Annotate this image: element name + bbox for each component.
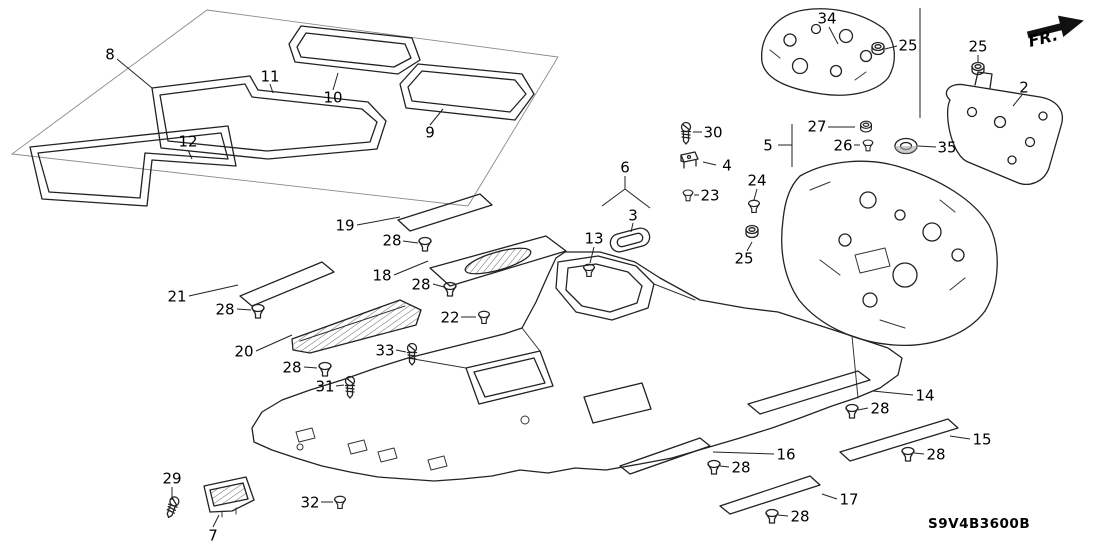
callout-28-33: 28 (870, 400, 889, 418)
callout-29-40: 29 (162, 470, 181, 488)
nut-25-icon (745, 224, 759, 239)
screw-30-icon (680, 121, 692, 145)
clip-28-icon (707, 459, 721, 475)
leader-lines (116, 8, 1023, 528)
callout-28-39: 28 (790, 508, 809, 526)
pad-3 (609, 227, 651, 253)
sill-garnish-17 (719, 475, 821, 515)
sill-garnish-21 (239, 261, 335, 307)
callout-20-28: 20 (234, 343, 253, 361)
callout-14-32: 14 (915, 387, 934, 405)
callout-12-4: 12 (178, 133, 197, 151)
floor-carpet (251, 251, 903, 482)
part-code: S9V4B3600B (928, 516, 1030, 532)
clip-28-icon (418, 236, 432, 252)
clip-28-icon (765, 508, 779, 524)
floor-mat-11 (151, 75, 387, 160)
callout-18-23: 18 (372, 267, 391, 285)
clip-27-icon (860, 120, 872, 133)
callout-28-29: 28 (282, 359, 301, 377)
clip-26-icon (862, 139, 874, 152)
callout-3-18: 3 (628, 207, 638, 225)
mat-group-boundary (10, 9, 559, 207)
callout-33-30: 33 (375, 342, 394, 360)
bracket-4 (680, 151, 699, 169)
sill-garnish-16 (619, 437, 711, 475)
step-garnish-18 (429, 235, 567, 287)
callout-15-34: 15 (972, 431, 991, 449)
sill-garnish-14 (747, 370, 871, 415)
callout-26-11: 26 (833, 137, 852, 155)
callout-13-19: 13 (584, 230, 603, 248)
callout-28-24: 28 (411, 276, 430, 294)
callout-25-7: 25 (968, 38, 987, 56)
floor-mat-12 (29, 125, 237, 207)
nut-25-icon (871, 41, 885, 56)
callout-30-9: 30 (703, 124, 722, 142)
callout-34-5: 34 (817, 10, 836, 28)
callout-22-27: 22 (440, 309, 459, 327)
dash-panel-insulator (781, 160, 998, 347)
callout-25-20: 25 (734, 250, 753, 268)
clip-32-icon (334, 495, 346, 509)
footrest-7 (203, 476, 255, 518)
clip-24-icon (748, 199, 760, 213)
callout-28-26: 28 (215, 301, 234, 319)
floor-mat-9 (399, 63, 535, 121)
callout-24-17: 24 (747, 172, 766, 190)
callout-7-41: 7 (208, 527, 218, 545)
callout-21-25: 21 (167, 288, 186, 306)
callout-35-13: 35 (937, 139, 956, 157)
callout-11-1: 11 (260, 68, 279, 86)
callout-23-16: 23 (700, 187, 719, 205)
screw-33-icon (406, 342, 418, 366)
callout-8-0: 8 (105, 46, 115, 64)
clip-22-icon (478, 310, 490, 324)
callout-2-8: 2 (1019, 79, 1029, 97)
callout-17-38: 17 (839, 491, 858, 509)
callout-28-22: 28 (382, 232, 401, 250)
clip-28-icon (318, 361, 332, 377)
clip-28-icon (251, 303, 265, 319)
callout-28-37: 28 (731, 459, 750, 477)
callout-5-12: 5 (763, 137, 773, 155)
clip-23-icon (682, 189, 694, 202)
callout-9-3: 9 (425, 124, 435, 142)
fr-arrow-icon (1026, 15, 1084, 39)
sill-garnish-19 (397, 193, 493, 232)
insulator-2 (945, 71, 1063, 185)
grommet-35-icon (894, 137, 918, 155)
callout-32-42: 32 (300, 494, 319, 512)
floor-mat-10 (288, 25, 421, 75)
callout-25-6: 25 (898, 37, 917, 55)
callout-27-10: 27 (807, 118, 826, 136)
dash-insulator-34 (761, 8, 895, 96)
callout-31-31: 31 (315, 378, 334, 396)
callout-28-35: 28 (926, 446, 945, 464)
callout-19-21: 19 (335, 217, 354, 235)
callout-4-14: 4 (722, 157, 732, 175)
sill-garnish-15 (839, 418, 959, 462)
fr-label: FR. (1026, 25, 1059, 51)
callout-16-36: 16 (776, 446, 795, 464)
callout-6-15: 6 (620, 159, 630, 177)
clip-28-icon (845, 403, 859, 419)
callout-10-2: 10 (323, 89, 342, 107)
sill-garnish-20 (291, 299, 422, 354)
screw-31-icon (344, 375, 356, 399)
clip-28-icon (901, 446, 915, 462)
